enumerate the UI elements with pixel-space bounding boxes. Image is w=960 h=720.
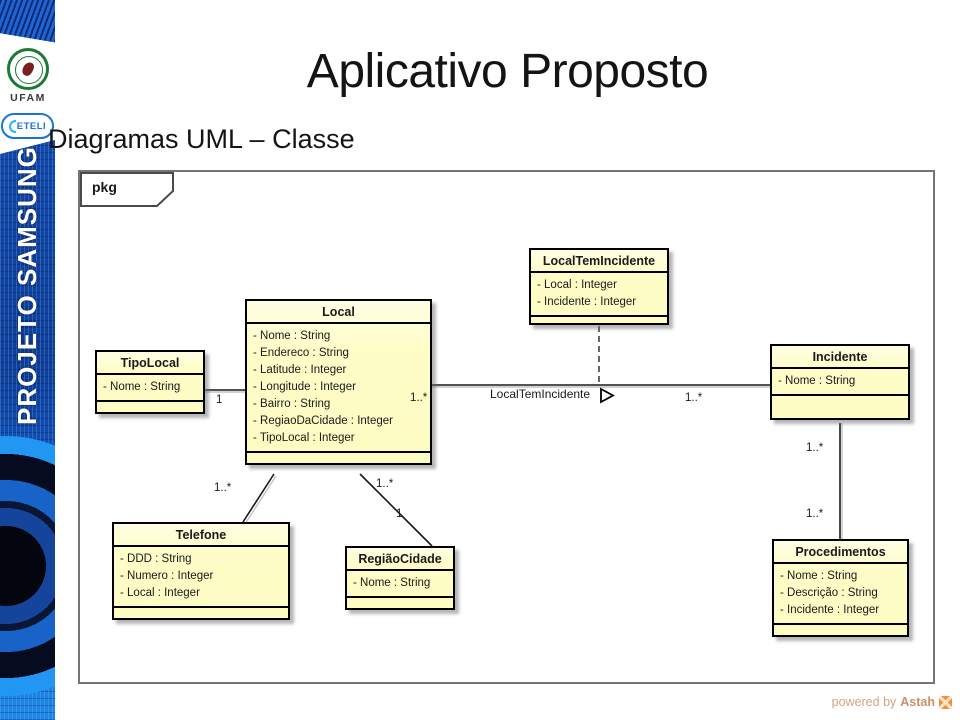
association-name-label: LocalTemIncidente xyxy=(490,387,591,401)
class-attribute: - Local : Integer xyxy=(120,587,200,599)
ufam-seal-icon xyxy=(7,48,49,90)
class-attribute: - Latitude : Integer xyxy=(253,364,347,376)
class-name: TipoLocal xyxy=(97,352,203,375)
powered-by-text: powered by xyxy=(831,695,897,709)
class-localtemincidente: LocalTemIncidente - Local : Integer - In… xyxy=(529,248,669,325)
circuit-pattern-main: PROJETO SAMSUNG xyxy=(0,140,55,720)
astah-logo-icon xyxy=(939,695,952,709)
multiplicity-label: 1..* xyxy=(410,392,428,404)
operations-compartment xyxy=(97,400,203,412)
multiplicity-label: 1..* xyxy=(806,508,824,520)
ceteli-logo-label: ETELI xyxy=(16,120,47,132)
ceteli-c-swoosh-icon xyxy=(8,119,16,133)
class-name: Local xyxy=(247,301,430,324)
class-attribute: - TipoLocal : Integer xyxy=(253,432,355,444)
multiplicity-label: 1 xyxy=(216,394,223,406)
association-local-regiaocidade xyxy=(359,473,433,547)
class-attribute: - Nome : String xyxy=(253,330,331,342)
class-attribute: - Nome : String xyxy=(353,577,431,589)
class-name: Procedimentos xyxy=(774,541,907,564)
class-procedimentos: Procedimentos - Nome : String - Descriçã… xyxy=(772,539,909,637)
class-attribute: - Nome : String xyxy=(103,381,181,393)
class-attribute: - Numero : Integer xyxy=(120,570,214,582)
class-attribute: - Nome : String xyxy=(780,570,858,582)
powered-by-astah: powered by Astah xyxy=(832,695,952,709)
class-incidente: Incidente - Nome : String xyxy=(770,344,910,420)
ufam-logo-label: UFAM xyxy=(10,92,46,104)
association-local-telefone xyxy=(242,473,275,523)
operations-compartment xyxy=(247,451,430,463)
class-telefone: Telefone - DDD : String - Numero : Integ… xyxy=(112,522,290,620)
class-local: Local - Nome : String - Endereco : Strin… xyxy=(245,299,432,465)
class-name: RegiãoCidade xyxy=(347,548,453,571)
direction-arrow-icon xyxy=(600,387,615,404)
multiplicity-label: 1..* xyxy=(214,482,232,494)
astah-brand-label: Astah xyxy=(900,695,935,709)
class-attribute: - Endereco : String xyxy=(253,347,349,359)
pkg-tab-label: pkg xyxy=(92,179,117,195)
pkg-tab-shape xyxy=(80,172,174,207)
class-attribute: - Incidente : Integer xyxy=(537,296,637,308)
uml-diagram-frame: pkg TipoLocal - Nome : String Local - No… xyxy=(78,170,935,684)
multiplicity-label: 1..* xyxy=(376,478,394,490)
class-tipolocal: TipoLocal - Nome : String xyxy=(95,350,205,414)
operations-compartment xyxy=(772,394,908,418)
class-name: Telefone xyxy=(114,524,288,547)
multiplicity-label: 1..* xyxy=(685,392,703,404)
class-attribute: - DDD : String xyxy=(120,553,192,565)
class-name: LocalTemIncidente xyxy=(531,250,667,273)
operations-compartment xyxy=(347,596,453,608)
lens-graphic xyxy=(0,436,55,696)
operations-compartment xyxy=(114,606,288,618)
class-attribute: - Nome : String xyxy=(778,375,856,387)
slide-side-banner: UFAM ETELI PROJETO SAMSUNG xyxy=(0,0,55,720)
multiplicity-label: 1 xyxy=(396,508,403,520)
circuit-pattern-top xyxy=(0,0,55,43)
class-regiaocidade: RegiãoCidade - Nome : String xyxy=(345,546,455,610)
class-attribute: - Longitude : Integer xyxy=(253,381,356,393)
class-attribute: - RegiaoDaCidade : Integer xyxy=(253,415,393,427)
class-attribute: - Bairro : String xyxy=(253,398,331,410)
class-name: Incidente xyxy=(772,346,908,369)
class-attribute: - Local : Integer xyxy=(537,279,617,291)
projeto-samsung-label: PROJETO SAMSUNG xyxy=(12,146,42,425)
ceteli-logo: ETELI xyxy=(1,113,54,139)
class-attribute: - Incidente : Integer xyxy=(780,604,880,616)
operations-compartment xyxy=(774,623,907,635)
slide-subtitle: Diagramas UML – Classe xyxy=(48,124,355,154)
operations-compartment xyxy=(531,315,667,323)
uml-connector-layer xyxy=(80,172,843,549)
slide-title: Aplicativo Proposto xyxy=(306,45,709,98)
multiplicity-label: 1..* xyxy=(806,442,824,454)
class-attribute: - Descrição : String xyxy=(780,587,878,599)
ufam-logo: UFAM xyxy=(4,48,52,104)
